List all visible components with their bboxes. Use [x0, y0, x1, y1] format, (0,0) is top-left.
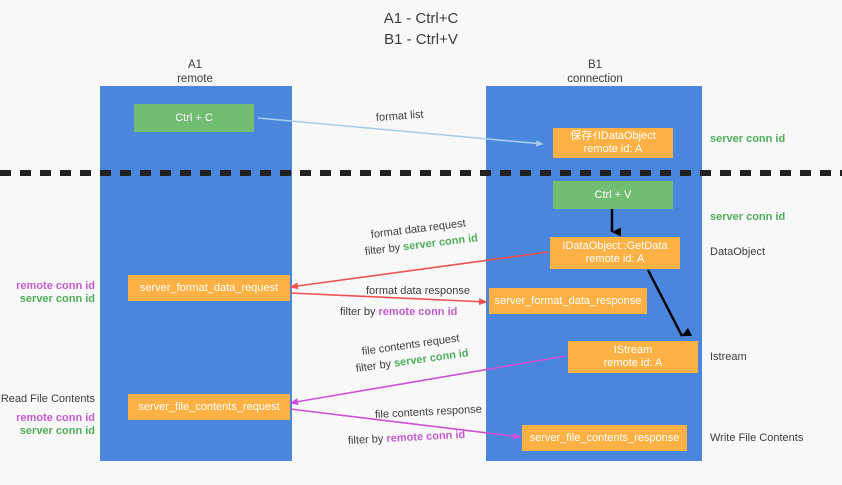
label-write-file-contents: Write File Contents: [710, 432, 804, 444]
label-server-conn-id-left-1: server conn id: [19, 293, 95, 305]
title-line-2: B1 - Ctrl+V: [384, 31, 458, 48]
box-save-idataobject-line2: remote id: A: [583, 143, 643, 155]
lane-header-a1: A1 remote: [120, 58, 270, 86]
label-istream: Istream: [710, 351, 747, 363]
box-save-idataobject[interactable]: 保存ｲIDataObject remote id: A: [553, 128, 673, 158]
label-read-file-contents: Read File Contents: [0, 393, 95, 405]
caption-filter-prefix-3: filter by: [355, 357, 395, 375]
caption-filter-by-remote-conn-id-2: filter by remote conn id: [348, 428, 466, 449]
caption-filter-value-2: remote conn id: [378, 306, 458, 318]
caption-format-data-response: format data response: [366, 285, 470, 297]
lane-a1-subtitle: remote: [177, 73, 213, 85]
lane-b1-subtitle: connection: [567, 73, 623, 85]
box-ctrl-v[interactable]: Ctrl + V: [553, 181, 673, 209]
box-server-file-contents-response[interactable]: server_file_contents_response: [522, 425, 687, 451]
caption-format-list: format list: [375, 108, 424, 124]
caption-filter-prefix-1: filter by: [364, 241, 404, 258]
box-server-format-data-request[interactable]: server_format_data_request: [128, 275, 290, 301]
caption-filter-by-remote-conn-id-1: filter by remote conn id: [340, 305, 457, 320]
lane-a1-name: A1: [187, 59, 203, 71]
box-getdata-line1: IDataObject::GetData: [562, 240, 668, 252]
box-fmt-resp-line1: server_format_data_response: [494, 294, 642, 307]
box-istream-line1: IStream: [613, 344, 653, 356]
box-file-req-line1: server_file_contents_request: [138, 400, 280, 413]
caption-filter-prefix-2: filter by: [340, 306, 379, 318]
title-line-1: A1 - Ctrl+C: [383, 10, 459, 27]
caption-filter-value-4: remote conn id: [386, 428, 466, 445]
box-istream[interactable]: IStream remote id: A: [568, 341, 698, 373]
label-server-conn-id-right-2: server conn id: [710, 211, 786, 223]
label-remote-conn-id-left-2: remote conn id: [16, 412, 95, 424]
box-server-format-data-response[interactable]: server_format_data_response: [489, 288, 647, 314]
box-istream-line2: remote id: A: [603, 357, 663, 369]
box-file-resp-line1: server_file_contents_response: [529, 431, 680, 444]
label-server-conn-id-left-2: server conn id: [19, 425, 95, 437]
box-save-idataobject-line1: 保存ｲIDataObject: [570, 130, 656, 142]
box-ctrl-c[interactable]: Ctrl + C: [134, 104, 254, 132]
box-ctrl-v-line1: Ctrl + V: [594, 188, 632, 201]
box-ctrl-c-line1: Ctrl + C: [175, 111, 213, 124]
box-getdata-line2: remote id: A: [585, 253, 645, 265]
label-remote-conn-id-left-1: remote conn id: [16, 280, 95, 292]
label-server-conn-id-right-1: server conn id: [710, 133, 786, 145]
box-fmt-req-line1: server_format_data_request: [139, 281, 279, 294]
lane-header-b1: B1 connection: [520, 58, 670, 86]
box-idataobject-getdata[interactable]: IDataObject::GetData remote id: A: [550, 237, 680, 269]
caption-filter-prefix-4: filter by: [347, 432, 387, 447]
box-server-file-contents-request[interactable]: server_file_contents_request: [128, 394, 290, 420]
page-title: A1 - Ctrl+C B1 - Ctrl+V: [0, 8, 842, 50]
lane-b1-name: B1: [587, 59, 603, 71]
caption-file-contents-response: file contents response: [374, 403, 483, 421]
label-dataobject: DataObject: [710, 246, 766, 258]
